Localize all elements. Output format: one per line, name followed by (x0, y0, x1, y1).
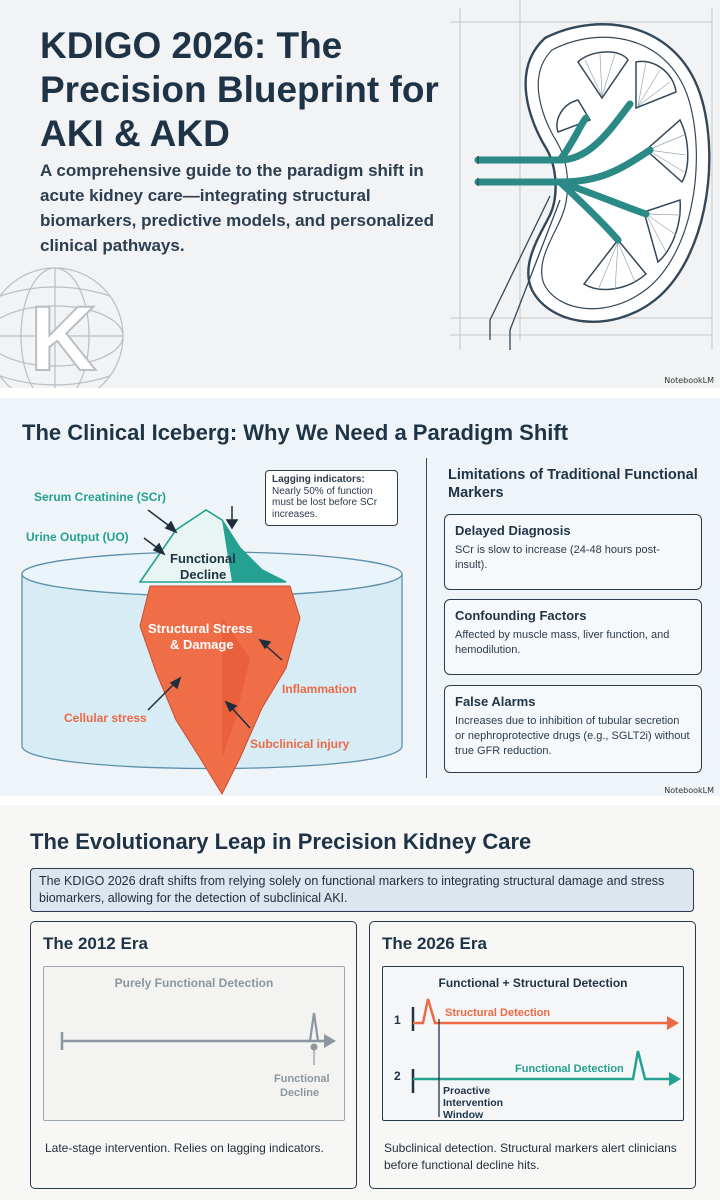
era-2012-card: The 2012 Era Purely Functional Detection… (30, 921, 357, 1189)
notebooklm-badge: NotebookLM (664, 376, 714, 385)
structural-detection-label: Structural Detection (445, 1007, 551, 1019)
kidney-blueprint-icon (450, 0, 713, 350)
limit-card: Delayed Diagnosis SCr is slow to increas… (444, 514, 702, 590)
era-2026-card: The 2026 Era Functional + Structural Det… (369, 921, 696, 1189)
iceberg-title: The Clinical Iceberg: Why We Need a Para… (22, 420, 569, 445)
era-2012-chart-title: Purely Functional Detection (114, 976, 274, 990)
era-2012-chart: Purely Functional Detection Functional D… (43, 966, 345, 1121)
limit-title: Delayed Diagnosis (455, 523, 571, 538)
notebooklm-badge: NotebookLM (664, 786, 714, 795)
hero-panel: KDIGO 2026: The Precision Blueprint for … (0, 0, 720, 388)
lagging-text: Nearly 50% of function must be lost befo… (272, 485, 378, 520)
inflammation-label: Inflammation (282, 682, 357, 696)
era-2026-title: The 2026 Era (382, 934, 487, 953)
globe-logo-icon: K (0, 267, 124, 388)
subclinical-label: Subclinical injury (250, 737, 350, 751)
evolution-panel: The Evolutionary Leap in Precision Kidne… (0, 805, 720, 1200)
limit-title: False Alarms (455, 694, 536, 709)
hero-title: KDIGO 2026: The Precision Blueprint for … (40, 25, 439, 154)
iceberg-illustration (21, 506, 403, 796)
limit-text: Increases due to inhibition of tubular s… (455, 715, 690, 757)
timeline-2012 (60, 1012, 336, 1065)
lagging-title: Lagging indicators: (272, 474, 365, 485)
functional-label-2: Decline (180, 567, 227, 582)
limit-card: False Alarms Increases due to inhibition… (444, 685, 702, 773)
logo-letter: K (30, 288, 96, 388)
limits-title: Limitations of Traditional Functional Ma… (448, 467, 698, 501)
limit-text: Affected by muscle mass, liver function,… (455, 629, 670, 656)
evolution-title: The Evolutionary Leap in Precision Kidne… (30, 829, 532, 854)
decline-label-1: Functional (274, 1073, 330, 1085)
window-label-2: Intervention (443, 1097, 504, 1109)
uo-label: Urine Output (UO) (26, 530, 129, 544)
series-number-2: 2 (394, 1069, 401, 1083)
limit-text: SCr is slow to increase (24-48 hours pos… (455, 544, 660, 571)
scr-label: Serum Creatinine (SCr) (34, 490, 167, 504)
divider (426, 458, 427, 778)
window-label-3: Window (443, 1109, 484, 1121)
hero-subtitle: A comprehensive guide to the paradigm sh… (40, 161, 434, 255)
era-2026-footer: Subclinical detection. Structural marker… (384, 1141, 677, 1172)
series-number-1: 1 (394, 1013, 401, 1027)
window-label-1: Proactive (443, 1085, 491, 1097)
limit-title: Confounding Factors (455, 608, 587, 623)
era-2012-footer: Late-stage intervention. Relies on laggi… (45, 1141, 324, 1155)
decline-label-2: Decline (280, 1087, 320, 1099)
functional-label-1: Functional (170, 551, 236, 566)
functional-detection-label: Functional Detection (515, 1063, 624, 1075)
lagging-indicators-box: Lagging indicators: Nearly 50% of functi… (265, 470, 398, 526)
iceberg-diagram: Serum Creatinine (SCr) Urine Output (UO)… (0, 458, 425, 796)
era-2012-title: The 2012 Era (43, 934, 148, 953)
evolution-intro: The KDIGO 2026 draft shifts from relying… (30, 868, 694, 912)
cellular-label: Cellular stress (64, 711, 147, 725)
timeline-2026 (411, 998, 681, 1117)
era-2026-chart: Functional + Structural Detection 1 2 St… (382, 966, 684, 1121)
era-2026-chart-title: Functional + Structural Detection (438, 976, 628, 990)
structural-label-1: Structural Stress (148, 621, 253, 636)
limit-card: Confounding Factors Affected by muscle m… (444, 599, 702, 675)
structural-label-2: & Damage (170, 637, 234, 652)
iceberg-panel: The Clinical Iceberg: Why We Need a Para… (0, 398, 720, 796)
